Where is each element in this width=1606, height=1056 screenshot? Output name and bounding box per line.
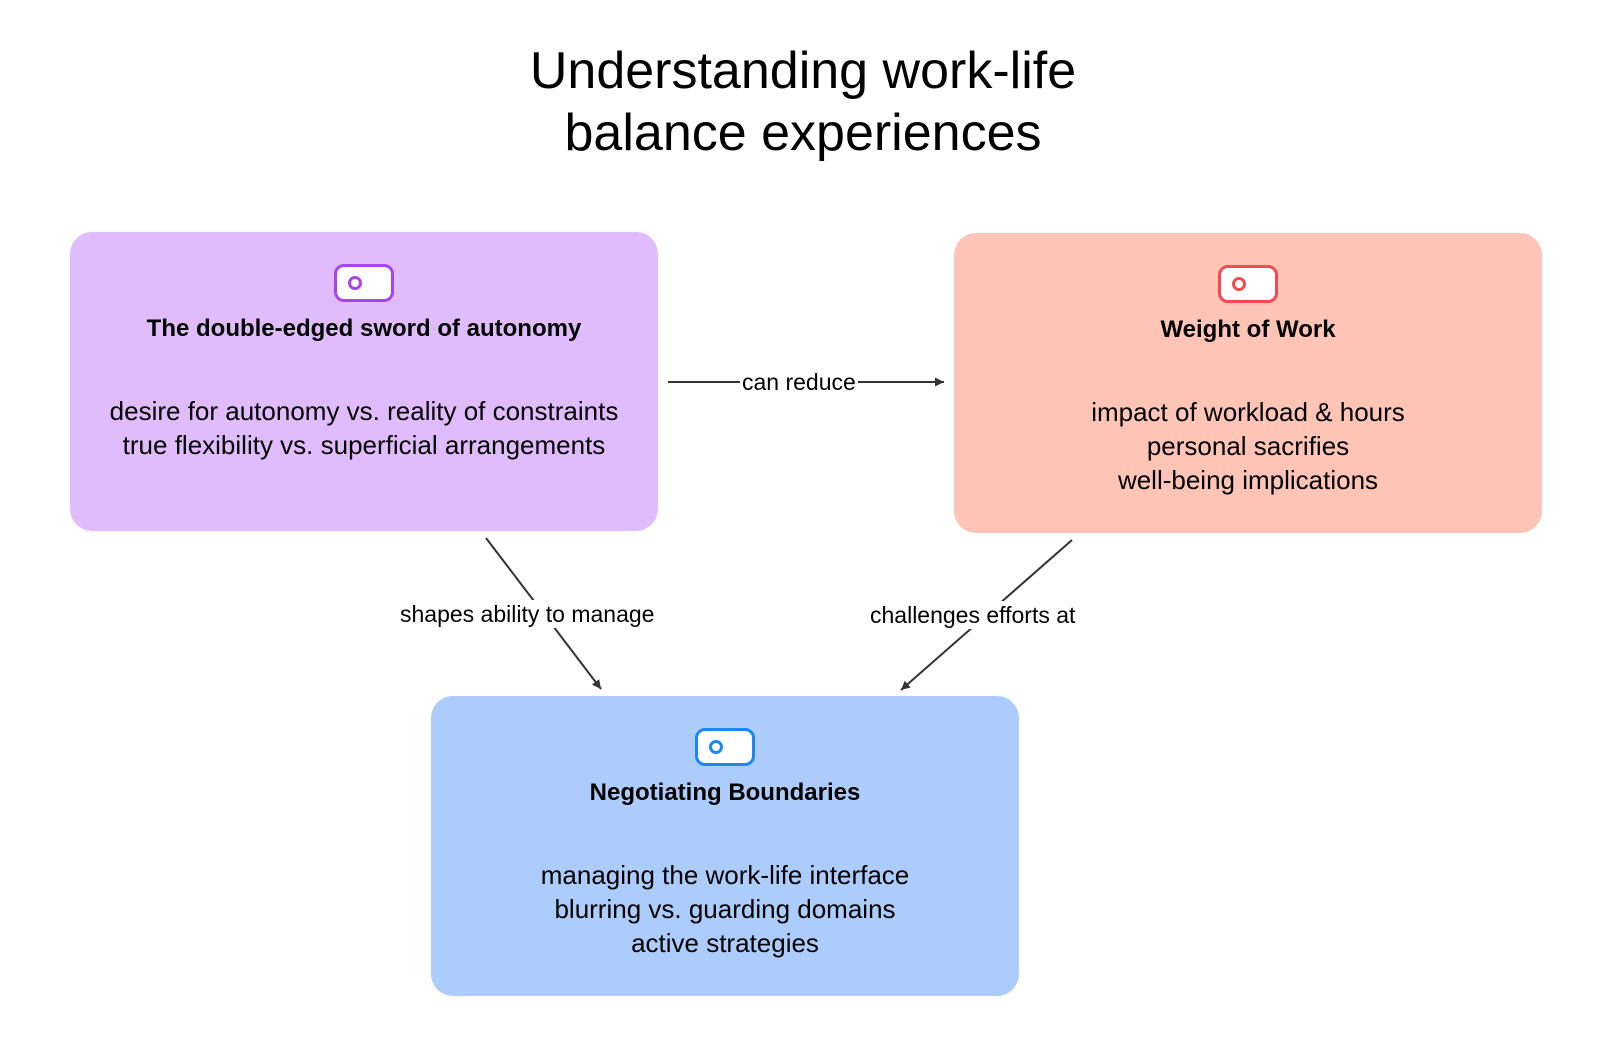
node-title: Negotiating Boundaries — [589, 779, 861, 806]
toggle-icon — [695, 728, 755, 766]
node-autonomy[interactable]: The double-edged sword of autonomy desir… — [70, 232, 658, 531]
edge-label-shapes: shapes ability to manage — [398, 600, 657, 628]
node-title: Weight of Work — [1160, 316, 1336, 343]
node-line: true flexibility vs. superficial arrange… — [122, 430, 606, 460]
node-line: desire for autonomy vs. reality of const… — [109, 396, 619, 426]
node-weight-of-work[interactable]: Weight of Work impact of workload & hour… — [954, 233, 1542, 533]
node-line: active strategies — [631, 928, 819, 958]
diagram-title-line-1: Understanding work-life — [529, 42, 1077, 100]
node-negotiating-boundaries[interactable]: Negotiating Boundaries managing the work… — [431, 696, 1019, 996]
node-description: impact of workload & hours personal sacr… — [954, 395, 1542, 497]
node-line: managing the work-life interface — [540, 860, 910, 890]
node-line: impact of workload & hours — [1091, 397, 1405, 427]
edge-label-challenges: challenges efforts at — [868, 601, 1078, 629]
edge-label-can-reduce: can reduce — [740, 368, 858, 396]
toggle-icon — [1218, 265, 1278, 303]
toggle-knob — [348, 276, 362, 290]
node-description: managing the work-life interface blurrin… — [431, 858, 1019, 960]
toggle-knob — [709, 740, 723, 754]
node-line: well-being implications — [1117, 465, 1379, 495]
toggle-icon — [334, 264, 394, 302]
node-line: personal sacrifies — [1146, 431, 1350, 461]
diagram-title-line-2: balance experiences — [564, 104, 1042, 162]
diagram-title: Understanding work-life balance experien… — [353, 40, 1253, 164]
node-description: desire for autonomy vs. reality of const… — [70, 394, 658, 462]
toggle-knob — [1232, 277, 1246, 291]
node-title: The double-edged sword of autonomy — [146, 315, 582, 342]
node-line: blurring vs. guarding domains — [554, 894, 896, 924]
